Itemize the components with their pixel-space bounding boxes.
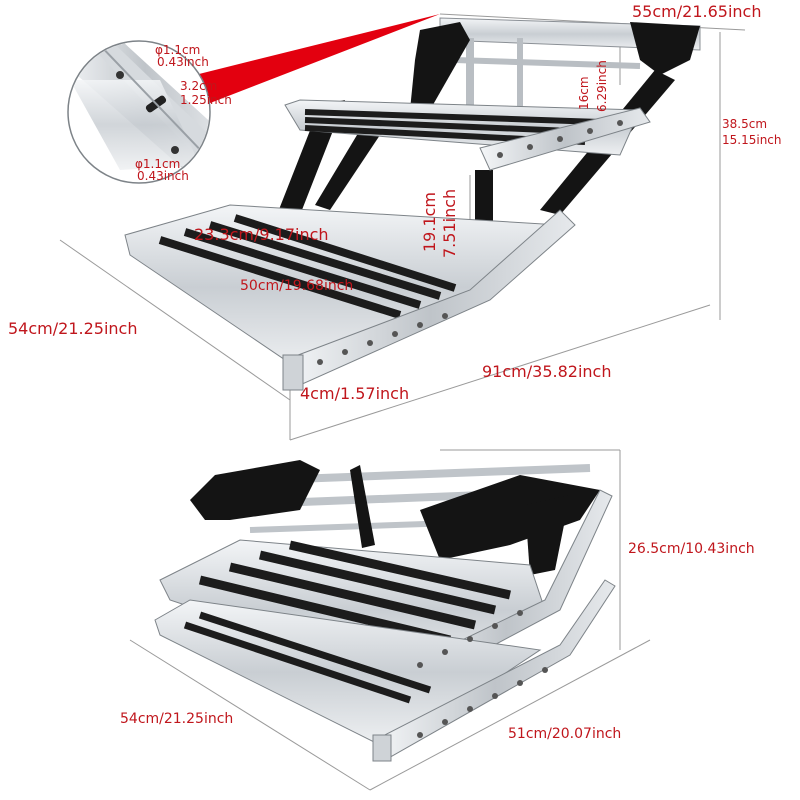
callout-hole-top: φ1.1cm bbox=[155, 43, 201, 57]
dim-step-width: 50cm/19.68inch bbox=[240, 278, 354, 294]
dim-total-height: 38.5cm bbox=[722, 117, 768, 131]
detail-callout bbox=[67, 14, 440, 184]
dim-folded-height: 26.5cm/10.43inch bbox=[628, 541, 755, 557]
callout-hole-top-in: 0.43inch bbox=[157, 55, 209, 69]
dim-folded-width: 54cm/21.25inch bbox=[120, 711, 234, 727]
callout-slot: 3.2cm bbox=[180, 79, 218, 93]
dim-overall-width: 54cm/21.25inch bbox=[8, 319, 138, 338]
dim-tread-thickness: 4cm/1.57inch bbox=[300, 384, 410, 403]
dim-total-height-in: 15.15inch bbox=[722, 133, 782, 147]
dim-extended-length: 91cm/35.82inch bbox=[482, 362, 612, 381]
dim-top-width: 55cm/21.65inch bbox=[632, 2, 762, 21]
extended-step-assembly bbox=[124, 17, 701, 391]
callout-slot-in: 1.25inch bbox=[180, 93, 232, 107]
dim-step-gap-in: 7.51inch bbox=[440, 188, 459, 258]
dim-upper-step-drop: 16cm bbox=[577, 76, 591, 110]
dim-step-gap: 19.1cm bbox=[420, 191, 439, 252]
callout-hole-bottom: φ1.1cm bbox=[135, 157, 181, 171]
callout-hole-bottom-in: 0.43inch bbox=[137, 169, 189, 183]
folded-step-assembly bbox=[154, 460, 616, 762]
dim-step-depth: 23.3cm/9.17inch bbox=[194, 225, 329, 244]
dim-folded-depth: 51cm/20.07inch bbox=[508, 726, 622, 742]
dim-upper-step-drop-in: 6.29inch bbox=[595, 60, 609, 112]
